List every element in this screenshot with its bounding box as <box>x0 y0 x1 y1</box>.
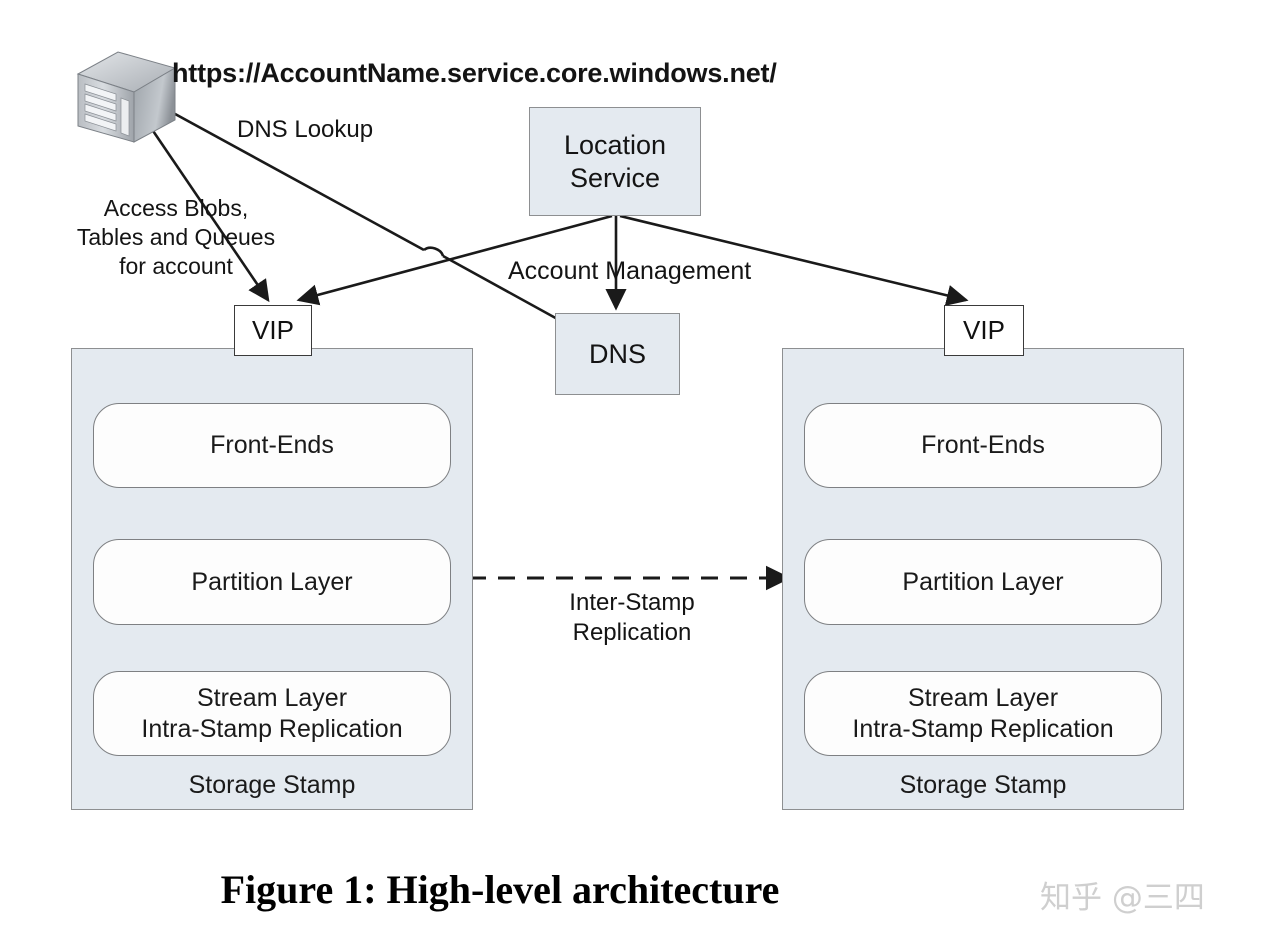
access-request-line-3: for account <box>119 252 233 279</box>
stream-layer-right-line-1: Stream Layer <box>907 684 1059 712</box>
inter-stamp-replication-label: Inter-Stamp Replication <box>510 588 754 648</box>
stream-layer-right[interactable]: Stream Layer Intra-Stamp Replication <box>804 671 1162 756</box>
dns-box[interactable]: DNS <box>555 313 680 395</box>
stream-layer-left[interactable]: Stream Layer Intra-Stamp Replication <box>93 671 451 756</box>
storage-stamp-right-caption: Storage Stamp <box>899 771 1067 799</box>
location-service-line-2: Service <box>569 162 661 193</box>
figure-caption: Figure 1: High-level architecture <box>220 867 780 912</box>
access-request-line-2: Tables and Queues <box>76 223 276 250</box>
front-ends-left[interactable]: Front-Ends <box>93 403 451 488</box>
location-service-line-1: Location <box>563 130 667 161</box>
stream-layer-right-line-2: Intra-Stamp Replication <box>852 714 1114 743</box>
account-url-label: https://AccountName.service.core.windows… <box>172 58 777 88</box>
front-ends-right[interactable]: Front-Ends <box>804 403 1162 488</box>
zhihu-watermark: 知乎 @三四 <box>1040 880 1205 916</box>
stream-layer-left-line-1: Stream Layer <box>196 684 348 712</box>
access-request-line-1: Access Blobs, <box>103 195 249 221</box>
location-service-box[interactable]: Location Service <box>529 107 701 216</box>
stream-layer-left-line-2: Intra-Stamp Replication <box>141 714 403 743</box>
inter-stamp-line-1: Inter-Stamp <box>569 589 695 616</box>
storage-stamp-left-caption: Storage Stamp <box>188 771 356 799</box>
vip-left[interactable]: VIP <box>234 305 312 356</box>
partition-layer-left[interactable]: Partition Layer <box>93 539 451 625</box>
arrow-client-to-vip-left <box>145 121 270 303</box>
dns-lookup-label: DNS Lookup <box>237 116 374 143</box>
partition-layer-right[interactable]: Partition Layer <box>804 539 1162 625</box>
server-tower-icon <box>76 51 177 143</box>
arrow-ls-to-vip-left <box>296 214 613 306</box>
vip-right[interactable]: VIP <box>944 305 1024 356</box>
arrow-ls-to-vip-right <box>619 214 969 306</box>
account-management-label: Account Management <box>508 257 752 285</box>
access-request-label: Access Blobs, Tables and Queues for acco… <box>55 194 297 280</box>
inter-stamp-line-2: Replication <box>572 619 692 646</box>
